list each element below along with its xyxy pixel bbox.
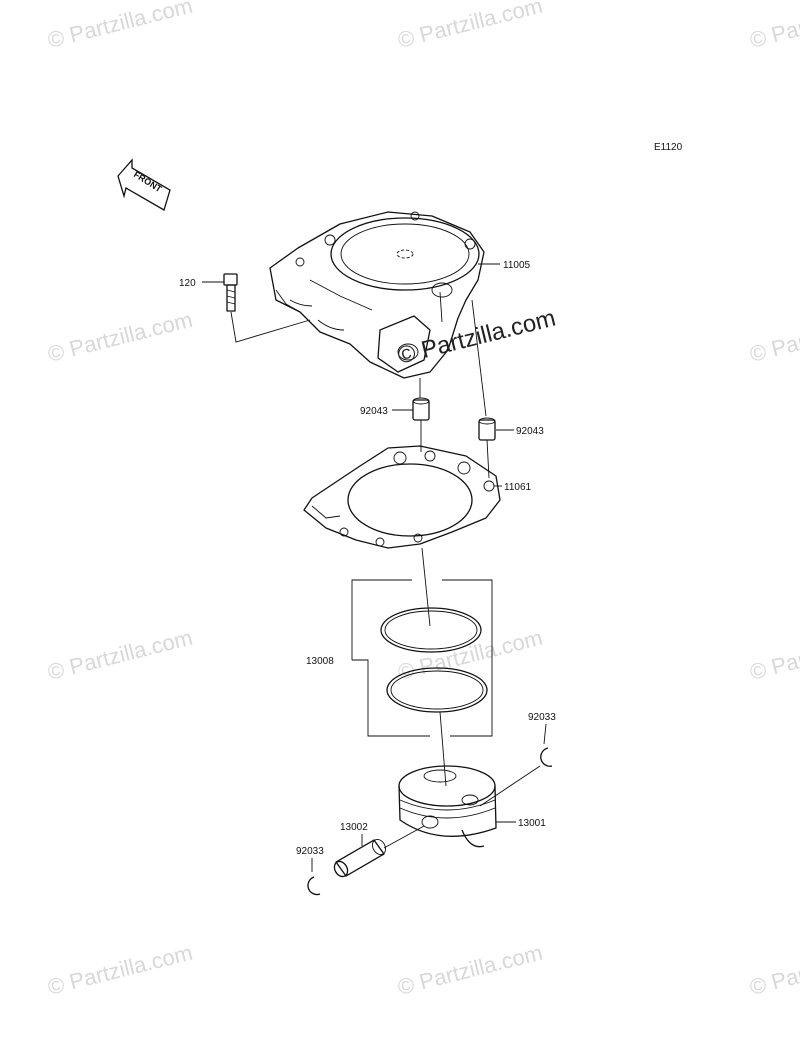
callout-92043-right: 92043	[516, 426, 544, 437]
piston-ring-bottom	[386, 667, 488, 713]
cylinder-gasket	[303, 445, 501, 549]
callout-13001: 13001	[518, 818, 546, 829]
dowel-pin-left	[412, 397, 430, 421]
leader-line	[471, 299, 487, 417]
watermark: © Partzilla.com	[747, 0, 800, 53]
watermark: © Partzilla.com	[747, 940, 800, 1000]
callout-92043-left: 92043	[360, 406, 388, 417]
diagram-code: E1120	[654, 142, 683, 153]
leader-line	[479, 765, 541, 807]
dowel-pin-right	[478, 417, 496, 441]
watermark: © Partzilla.com	[45, 625, 195, 685]
piston-ring-top	[380, 607, 482, 653]
piston-pin	[333, 839, 387, 878]
circlip-right	[540, 747, 553, 767]
leader-line	[486, 439, 490, 479]
watermark: © Partzilla.com	[747, 625, 800, 685]
bolt	[223, 273, 238, 312]
watermark: © Partzilla.com	[395, 625, 545, 685]
callout-11061: 11061	[504, 482, 532, 493]
leader-line	[421, 547, 431, 627]
leader-line	[439, 711, 447, 787]
callout-92033-left: 92033	[296, 846, 324, 857]
watermark: © Partzilla.com	[45, 0, 195, 53]
watermark: © Partzilla.com	[747, 307, 800, 367]
watermark: © Partzilla.com	[395, 0, 545, 53]
watermark: © Partzilla.com	[395, 940, 545, 1000]
callout-120: 120	[179, 278, 196, 289]
watermark: © Partzilla.com	[45, 940, 195, 1000]
front-arrow-icon: FRONT	[117, 158, 171, 211]
callout-13002: 13002	[340, 822, 368, 833]
leader-line	[543, 723, 547, 745]
piston	[398, 765, 497, 848]
callout-92033-right: 92033	[528, 712, 556, 723]
callout-13008: 13008	[306, 656, 334, 667]
cylinder-block	[269, 211, 485, 379]
leader-line	[383, 825, 425, 849]
watermark-layer: © Partzilla.com © Partzilla.com © Partzi…	[45, 0, 800, 1000]
watermark-prominent: © Partzilla.com	[395, 305, 558, 370]
circlip-left	[307, 876, 321, 896]
ring-set-bracket	[351, 579, 493, 737]
callout-11005: 11005	[503, 260, 531, 271]
watermark: © Partzilla.com	[45, 307, 195, 367]
leader-line	[230, 311, 311, 343]
